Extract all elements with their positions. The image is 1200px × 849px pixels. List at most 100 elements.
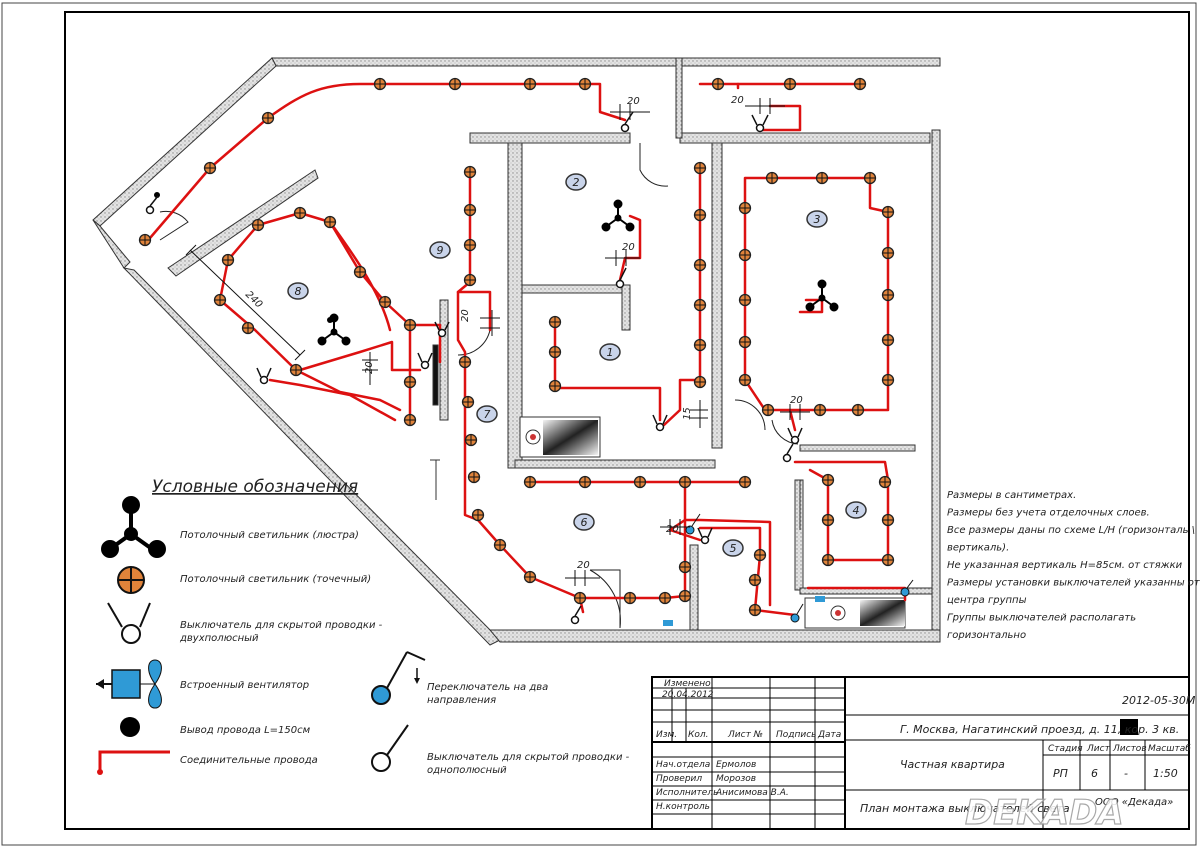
spot-light-icon (738, 201, 752, 215)
wire-room3-loop (743, 176, 890, 412)
outer-wall-right (931, 129, 941, 641)
header-list2: Лист (1086, 744, 1111, 754)
wire-room4 (793, 460, 890, 562)
role-label: Н.контроль (656, 802, 710, 812)
header-date: Дата (817, 730, 841, 740)
title-block-text: Изменено 20.04.2012 Изм. Кол. Лист № Под… (656, 679, 1196, 834)
room-number-9: 9 (429, 241, 451, 259)
value-scale: 1:50 (1153, 767, 1178, 780)
notes: Размеры в сантиметрах.Размеры без учета … (947, 490, 1200, 641)
fan-icon (815, 596, 825, 602)
single-switch-icon (570, 605, 582, 625)
room-number-label: 5 (730, 542, 737, 555)
spot-light-icon (815, 171, 829, 185)
inner-wall-stub (621, 284, 631, 331)
role-name: Ермолов (716, 760, 756, 770)
legend-title: Условные обозначения (152, 477, 358, 497)
value-list: 6 (1091, 767, 1098, 780)
spot-light-icon (881, 288, 895, 302)
room-number-2: 2 (565, 173, 587, 191)
spot-light-icon (403, 318, 417, 332)
legend-label: Потолочный светильник (точечный) (180, 574, 371, 585)
company: ООО «Декада» (1095, 797, 1173, 808)
legend-label: Соединительные провода (180, 755, 318, 766)
wire-room3-chandelier (798, 298, 824, 314)
spot-light-icon (523, 77, 537, 91)
wire-room6-link (668, 480, 702, 542)
spot-light-icon (378, 295, 392, 309)
doors (159, 143, 799, 629)
outer-wall-bottom (488, 629, 941, 643)
fans (663, 596, 825, 626)
spot-light-icon (881, 333, 895, 347)
wire-room8-switch (298, 340, 422, 372)
legend-label: Переключатель на два (427, 682, 548, 693)
spot-light-icon (471, 508, 485, 522)
value-sheets: - (1124, 767, 1128, 780)
dim-label: 20 (666, 524, 679, 535)
object-name: Частная квартира (900, 758, 1005, 771)
header-izm: Изм. (656, 730, 677, 740)
room-number-8: 8 (287, 282, 309, 300)
spot-light-icon (461, 395, 475, 409)
note-line: горизонтально (947, 630, 1026, 641)
chandelier-icon (317, 313, 351, 346)
fan-icon (663, 620, 673, 626)
dim-label: 240 (243, 289, 264, 310)
legend-label: Выключатель для скрытой проводки - (180, 620, 383, 631)
note-line: Размеры в сантиметрах. (947, 490, 1076, 501)
note-line: центра группы (947, 595, 1027, 606)
balcony-wall (167, 169, 319, 277)
fan-icon (96, 659, 162, 709)
single-switch-icon (615, 267, 627, 289)
spot-light-icon (241, 321, 255, 335)
spot-light-icon (523, 475, 537, 489)
room-number-4: 4 (845, 501, 867, 519)
address: Г. Москва, Нагатинский проезд, д. 11, ко… (900, 723, 1179, 736)
note-line: Не указанная вертикаль Н=85см. от стяжки (947, 560, 1183, 571)
single-switch-icon (620, 111, 634, 133)
spot-light-icon (467, 470, 481, 484)
double-switch-icon (697, 527, 713, 545)
spot-light-icon (678, 589, 692, 603)
spot-light-icon (548, 315, 562, 329)
spot-light-icon (289, 363, 303, 377)
double-switch-icon (107, 602, 151, 644)
room-number-7: 7 (476, 405, 498, 423)
legend-label: двухполюсный (179, 633, 259, 644)
two-way-switch-icon (685, 513, 701, 535)
spot-light-icon (578, 77, 592, 91)
role-label: Нач.отдела (656, 760, 710, 770)
room-number-3: 3 (806, 210, 828, 228)
room-number-label: 8 (295, 285, 302, 298)
changed-label: Изменено (664, 679, 711, 689)
wire-room1-right (662, 166, 702, 427)
double-switch-icon (434, 321, 450, 338)
spot-light-icon (881, 513, 895, 527)
spot-light-icon (623, 591, 637, 605)
legend: Условные обозначения (96, 477, 630, 776)
spot-light-icon (748, 573, 762, 587)
spot-light-icon (738, 373, 752, 387)
legend-label: направления (427, 695, 496, 706)
spot-light-icon (748, 603, 762, 617)
single-switch-icon (145, 195, 159, 215)
spot-light-icon (548, 345, 562, 359)
spot-light-icon (853, 77, 867, 91)
note-line: вертикаль). (947, 543, 1009, 554)
spot-light-icon (463, 165, 477, 179)
spot-light-icon (464, 433, 478, 447)
legend-label: Встроенный вентилятор (180, 680, 309, 691)
spot-light-icon (633, 475, 647, 489)
spot-light-icon (138, 233, 152, 247)
inner-frame (64, 11, 1190, 830)
legend-label: Вывод провода L=150см (180, 725, 311, 736)
value-stage: РП (1053, 767, 1068, 780)
spot-light-icon (693, 338, 707, 352)
spot-light-icon (878, 475, 892, 489)
spot-light-icon (261, 111, 275, 125)
watermark: DEKADA (965, 793, 1124, 833)
spot-light-icon (203, 161, 217, 175)
chandelier-icon (805, 279, 839, 312)
